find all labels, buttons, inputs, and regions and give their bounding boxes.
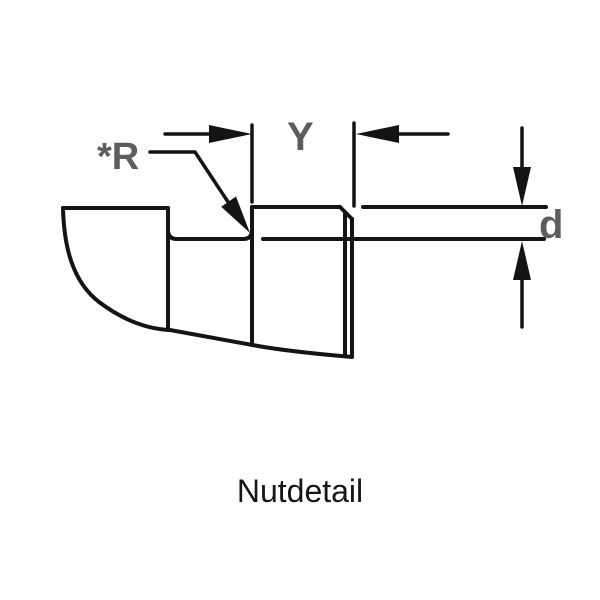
diameter-arrowhead-lower-icon: [513, 241, 531, 280]
radius-leader-line: [148, 150, 238, 216]
width-arrowhead-right-icon: [356, 125, 399, 143]
figure-caption: Nutdetail: [237, 473, 363, 509]
groove-floor: [166, 228, 254, 241]
radius-label: *R: [97, 136, 139, 178]
width-dimension-group: [163, 121, 450, 208]
break-line: [61, 206, 354, 359]
diameter-arrowhead-upper-icon: [513, 167, 531, 206]
radius-arrowhead-icon: [221, 196, 250, 233]
width-arrowhead-left-icon: [209, 125, 252, 143]
part-outline-group: [61, 205, 548, 359]
width-label: Y: [287, 115, 314, 159]
diameter-label: d: [539, 203, 563, 247]
